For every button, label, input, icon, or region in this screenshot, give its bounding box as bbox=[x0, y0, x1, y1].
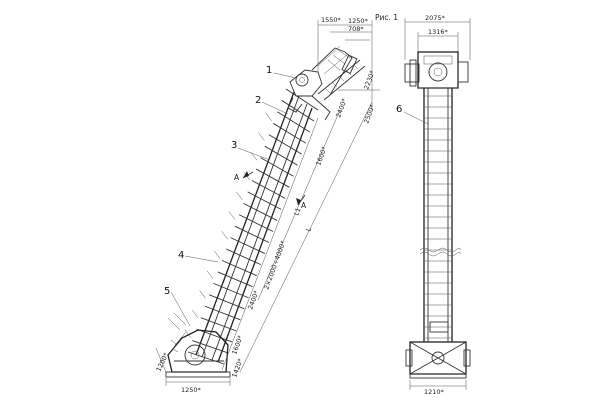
handrail-post bbox=[228, 211, 236, 220]
casing-rung bbox=[192, 340, 229, 354]
casing-sections bbox=[187, 88, 319, 365]
handrail-post bbox=[214, 250, 221, 260]
handrail-post bbox=[199, 290, 206, 299]
callout-5: 5 bbox=[164, 286, 170, 297]
dim-1600-mid: 1600* bbox=[314, 145, 329, 167]
handrail-post bbox=[250, 152, 258, 161]
casing-rung bbox=[255, 168, 290, 188]
handrail-post bbox=[184, 329, 192, 339]
dim-1316: 1316* bbox=[428, 28, 449, 36]
dim-1600-low: 1600* bbox=[230, 334, 245, 356]
casing-rung bbox=[230, 237, 266, 254]
casing-rung bbox=[234, 225, 270, 243]
dim-2400-lower: 2400* bbox=[246, 289, 261, 311]
handrail-post bbox=[265, 112, 272, 122]
casing-rung bbox=[204, 305, 241, 321]
dim-2x2000-4000: 2×2000÷4000* bbox=[262, 239, 287, 291]
head-drive bbox=[287, 45, 358, 121]
dim-2230: 2230* bbox=[362, 69, 377, 91]
front-boot bbox=[405, 341, 471, 379]
callout-1: 1 bbox=[266, 65, 272, 76]
casing-rung bbox=[200, 317, 237, 332]
callout-6: 6 bbox=[396, 104, 402, 115]
casing-rung bbox=[281, 100, 315, 122]
casing-rung bbox=[221, 260, 257, 277]
dim-l1: L1 bbox=[292, 207, 302, 217]
handrail-post bbox=[206, 270, 214, 279]
side-dimension-lines bbox=[155, 20, 380, 386]
dim-2075: 2075* bbox=[425, 14, 446, 22]
dim-1210: 1210* bbox=[424, 388, 445, 396]
dim-1250-base: 1250* bbox=[181, 386, 202, 394]
casing-rung bbox=[187, 351, 225, 365]
handrail-post bbox=[192, 309, 199, 319]
casing-rung bbox=[247, 191, 282, 210]
service-platform bbox=[317, 59, 366, 101]
handrail-post bbox=[221, 231, 228, 240]
casing-rung bbox=[272, 122, 306, 144]
casing-rung bbox=[217, 271, 253, 288]
dim-1200: 1200* bbox=[155, 351, 171, 373]
front-view: Рис. 1 2075* 1316* 6 bbox=[375, 13, 471, 396]
casing-rung bbox=[277, 111, 311, 133]
casing-rung bbox=[243, 202, 278, 221]
casing-rung bbox=[251, 180, 286, 199]
callout-3: 3 bbox=[231, 140, 237, 151]
handrail-post bbox=[258, 132, 265, 141]
front-casing-sections bbox=[424, 95, 452, 339]
callout-4: 4 bbox=[178, 250, 184, 261]
casing-rung bbox=[264, 145, 298, 166]
casing-rung bbox=[285, 88, 319, 111]
casing-rung bbox=[268, 134, 302, 155]
casing-rung bbox=[196, 328, 233, 343]
boot-section bbox=[165, 312, 231, 378]
casing-rung bbox=[226, 248, 261, 266]
front-head-drive bbox=[404, 51, 469, 89]
dim-1250-top: 1250* bbox=[348, 17, 369, 25]
casing-rung bbox=[213, 282, 249, 299]
casing-rung bbox=[209, 294, 245, 310]
section-a-marks bbox=[242, 171, 306, 206]
casing-rung bbox=[260, 157, 294, 177]
dim-708: 708* bbox=[348, 25, 364, 33]
dim-2400-upper: 2400* bbox=[334, 97, 349, 119]
section-a-label-right: A bbox=[301, 201, 307, 210]
handrail-post bbox=[236, 191, 243, 200]
dim-2500: 2500* bbox=[362, 103, 377, 125]
casing-rung bbox=[238, 214, 274, 232]
side-view: 1550* 1250* 708* 2230* 2400* 2500* 1600*… bbox=[155, 16, 380, 394]
handrail-posts bbox=[184, 112, 272, 339]
dim-l: L bbox=[304, 226, 313, 232]
dim-1420: 1420* bbox=[230, 357, 245, 379]
figure-caption: Рис. 1 bbox=[375, 13, 398, 22]
dim-1550: 1550* bbox=[321, 16, 342, 24]
section-a-label-left: A bbox=[234, 173, 240, 182]
callout-2: 2 bbox=[255, 95, 261, 106]
